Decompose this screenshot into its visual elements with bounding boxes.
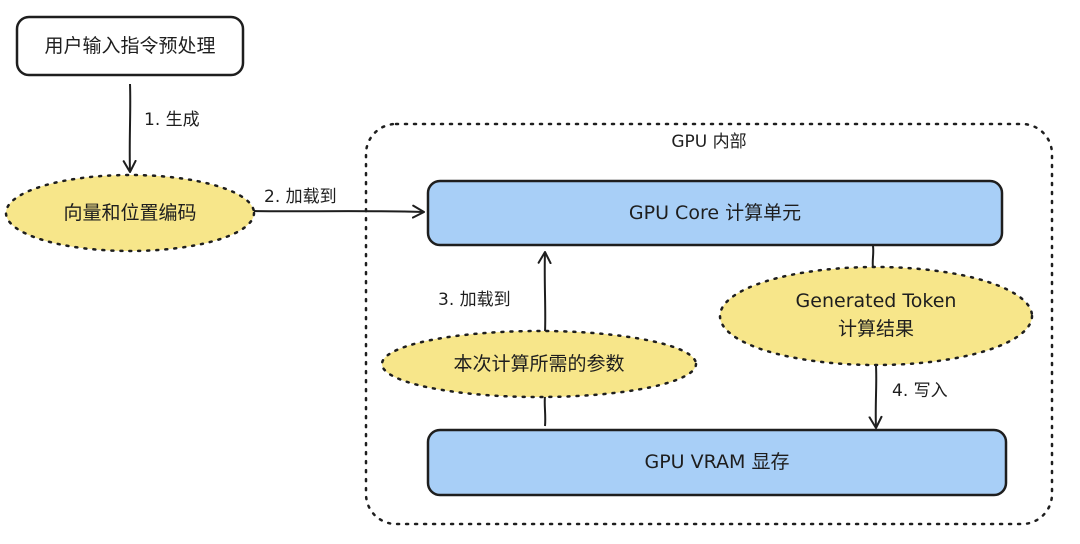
edge-core-to-token xyxy=(871,245,875,269)
node-input-box xyxy=(15,15,245,77)
node-token-label-line2: 计算结果 xyxy=(838,318,914,340)
edge-load-params xyxy=(537,251,552,333)
node-encoding-ellipse xyxy=(4,173,256,253)
gpu-internal-label: GPU 内部 xyxy=(671,132,746,152)
edge-vram-to-params xyxy=(543,395,547,427)
node-vram-box xyxy=(426,428,1008,497)
node-gpu-core-box xyxy=(426,179,1004,247)
edge-write xyxy=(868,365,883,429)
node-input-label: 用户输入指令预处理 xyxy=(44,35,215,57)
node-vram-label: GPU VRAM 显存 xyxy=(645,451,790,473)
node-encoding-label: 向量和位置编码 xyxy=(63,202,196,224)
node-token-label-line1: Generated Token xyxy=(796,290,957,312)
node-token-ellipse xyxy=(718,265,1034,367)
edge-generate-label: 1. 生成 xyxy=(144,110,200,130)
edge-load-to-core xyxy=(253,204,425,219)
node-params-label: 本次计算所需的参数 xyxy=(453,353,624,375)
edge-load-to-core-label: 2. 加载到 xyxy=(264,187,337,207)
edge-write-label: 4. 写入 xyxy=(892,381,948,401)
node-gpu-core-label: GPU Core 计算单元 xyxy=(629,202,801,224)
node-params-ellipse xyxy=(380,329,698,399)
edge-generate xyxy=(122,83,137,173)
edge-load-params-label: 3. 加载到 xyxy=(438,290,511,310)
